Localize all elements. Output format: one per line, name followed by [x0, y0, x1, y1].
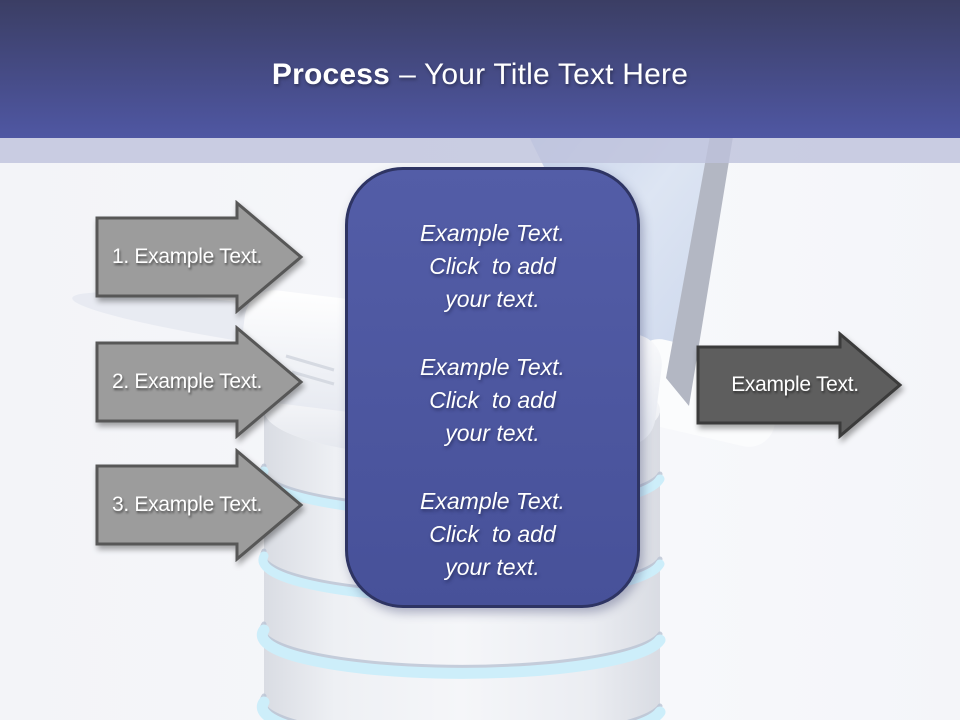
title-subtitle: – Your Title Text Here: [399, 58, 689, 91]
header-underline-band: [0, 138, 960, 163]
title-keyword: Process: [271, 58, 391, 91]
process-step-2-label: 2. Example Text.: [111, 370, 263, 393]
arrow-shape: [95, 200, 304, 314]
arrow-shape: [95, 325, 304, 439]
process-step-3-label: 3. Example Text.: [111, 493, 263, 516]
slide-title[interactable]: Process– Your Title Text Here: [272, 58, 688, 92]
laptop-seam-lines: [285, 354, 335, 386]
output-arrow-label: Example Text.: [731, 373, 859, 396]
arrow-shape: [95, 448, 304, 562]
center-text-box[interactable]: Example Text. Click to add your text. Ex…: [345, 167, 640, 608]
process-step-1-label: 1. Example Text.: [111, 245, 263, 268]
output-arrow[interactable]: Example Text.: [695, 331, 903, 439]
arrow-shape: [696, 331, 903, 439]
process-step-arrow-2[interactable]: 2. Example Text.: [94, 325, 304, 439]
placeholder-text-2[interactable]: Example Text. Click to add your text.: [420, 354, 565, 446]
process-step-arrow-1[interactable]: 1. Example Text.: [94, 200, 304, 314]
process-step-arrow-3[interactable]: 3. Example Text.: [94, 448, 304, 562]
placeholder-text-1[interactable]: Example Text. Click to add your text.: [420, 220, 565, 312]
placeholder-text-3[interactable]: Example Text. Click to add your text.: [420, 488, 565, 580]
slide-header: Process– Your Title Text Here: [0, 0, 960, 138]
laptop-bezel: [666, 112, 737, 406]
